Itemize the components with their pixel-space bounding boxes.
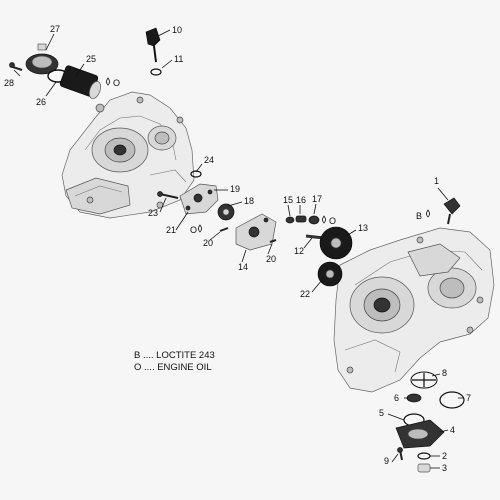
leader-lines: [13, 29, 464, 469]
oil-pump-cover: [179, 183, 219, 215]
marker-o-pump-cover: O: [190, 225, 197, 235]
legend-loctite: B .... LOCTITE 243: [134, 350, 215, 361]
callout-27: 27: [50, 24, 60, 34]
oil-filter-cover: [25, 43, 59, 75]
callout-14: 14: [238, 262, 248, 272]
marker-b-loctite: B: [416, 211, 422, 221]
callout-4: 4: [450, 425, 455, 435]
marker-o-oil-filter: O: [113, 78, 120, 88]
callout-5: 5: [379, 408, 384, 418]
cover-o-ring: [439, 391, 465, 409]
oil-pump-body: [235, 213, 277, 251]
dowel-pin-a: [219, 227, 229, 232]
drain-washer: [417, 452, 431, 460]
callout-20b: 20: [266, 254, 276, 264]
right-crankcase: [333, 227, 495, 393]
callout-10: 10: [172, 25, 182, 35]
drain-screw: [397, 447, 403, 461]
drop-icon: [106, 77, 110, 86]
callout-9: 9: [384, 456, 389, 466]
legend: B .... LOCTITE 243 O .... ENGINE OIL: [134, 350, 215, 373]
drive-gear: [319, 226, 353, 260]
callout-25: 25: [86, 54, 96, 64]
callout-21: 21: [166, 225, 176, 235]
cover-screw: [9, 62, 23, 71]
callout-12: 12: [294, 246, 304, 256]
drop-icon: [322, 215, 326, 224]
callout-8: 8: [442, 368, 447, 378]
callout-26: 26: [36, 97, 46, 107]
oil-filter: [59, 65, 101, 99]
callout-16: 16: [296, 195, 306, 205]
callout-17: 17: [312, 194, 322, 204]
pump-screw: [157, 191, 179, 199]
pump-rotor: [217, 203, 235, 221]
drain-plug: [417, 463, 431, 473]
callout-15: 15: [283, 195, 293, 205]
callout-22: 22: [300, 289, 310, 299]
callout-7: 7: [466, 393, 471, 403]
callout-28: 28: [4, 78, 14, 88]
callout-23: 23: [148, 208, 158, 218]
callout-11: 11: [174, 54, 183, 64]
pump-gasket: [190, 170, 202, 178]
callout-18: 18: [244, 196, 254, 206]
callout-1: 1: [434, 176, 439, 186]
relief-valve: [285, 215, 320, 225]
dipstick-o-ring: [150, 68, 162, 76]
dipstick: [145, 27, 161, 63]
drop-icon: [198, 224, 202, 233]
strainer-o-ring: [406, 393, 422, 403]
callout-20a: 20: [203, 238, 213, 248]
callout-24: 24: [204, 155, 214, 165]
callout-labels: 1 2 3 4 5 6 7 8 9 10 11 12 13 14 15 16 1…: [4, 24, 471, 473]
oil-pressure-sensor: [443, 197, 461, 225]
legend-engine-oil: O .... ENGINE OIL: [134, 362, 212, 373]
strainer-cover: [395, 419, 445, 449]
callout-2: 2: [442, 451, 447, 461]
left-crankcase: [61, 91, 195, 219]
callout-19: 19: [230, 184, 240, 194]
callout-13: 13: [358, 223, 368, 233]
lubricant-markers: B O O O: [106, 77, 430, 235]
drop-icon: [426, 209, 430, 218]
dowel-pin-b: [269, 239, 277, 243]
callout-6: 6: [394, 393, 399, 403]
oil-strainer: [410, 371, 438, 389]
marker-o-relief-valve: O: [329, 216, 336, 226]
driven-gear: [317, 261, 343, 287]
callout-3: 3: [442, 463, 447, 473]
